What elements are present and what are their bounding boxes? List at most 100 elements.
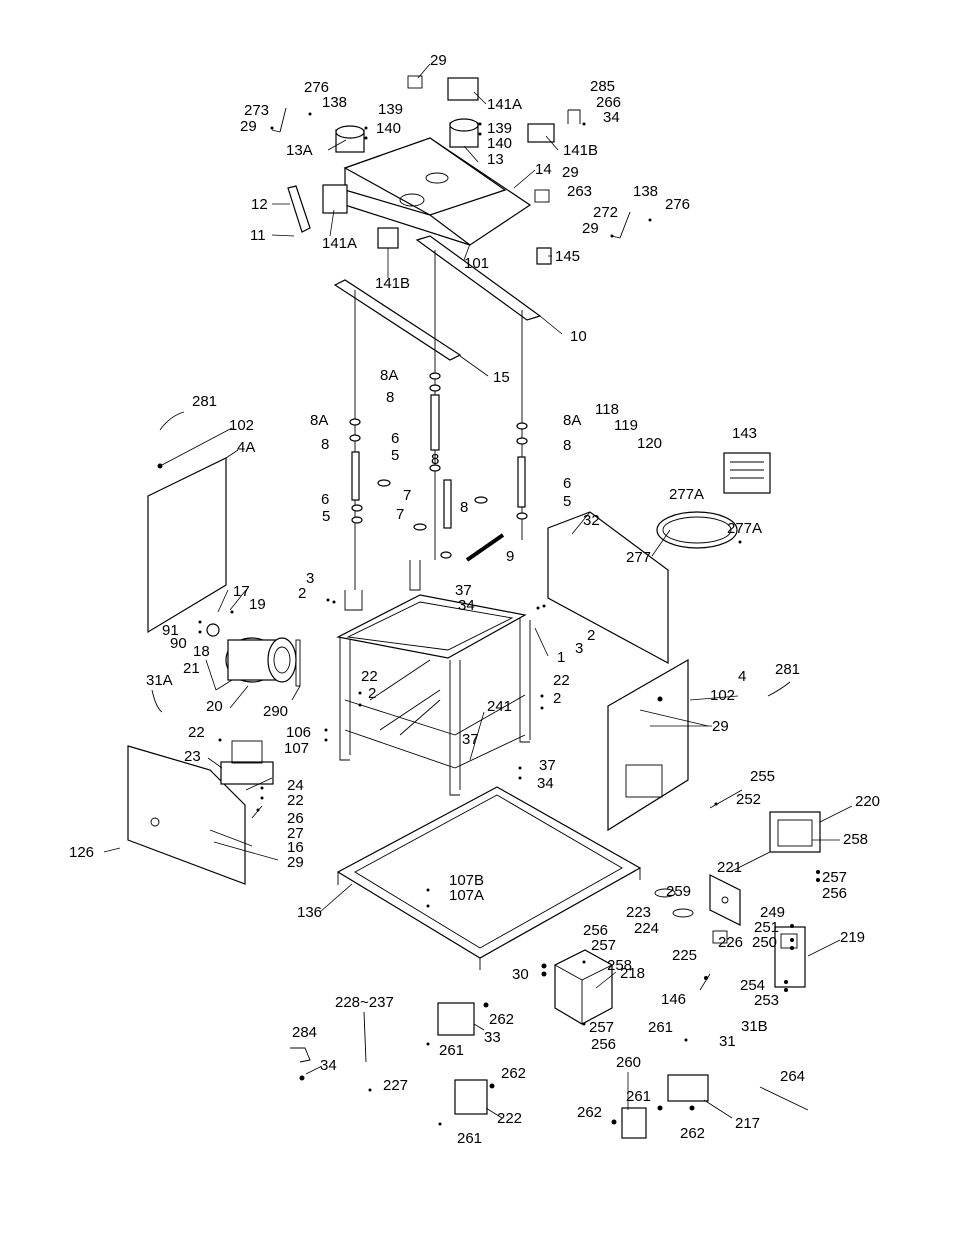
label-141A: 141A: [487, 96, 522, 113]
label-281: 281: [192, 393, 217, 410]
label-9: 9: [506, 548, 514, 565]
label-33: 33: [484, 1029, 501, 1046]
label-19: 19: [249, 596, 266, 613]
label-141B: 141B: [563, 142, 598, 159]
label-30: 30: [512, 966, 529, 983]
label-273: 273: [244, 102, 269, 119]
side-panels: [127, 457, 689, 885]
label-257: 257: [589, 1019, 614, 1036]
label-139: 139: [378, 101, 403, 118]
screws: [349, 250, 528, 590]
base-tray: [336, 786, 642, 970]
label-119: 119: [614, 417, 638, 434]
label-31: 31: [719, 1033, 736, 1050]
label-126: 126: [69, 844, 94, 861]
label-256: 256: [822, 885, 847, 902]
label-8: 8: [431, 451, 439, 468]
label-29: 29: [240, 118, 257, 135]
label-18: 18: [193, 643, 210, 660]
label-139: 139: [487, 120, 512, 137]
label-8: 8: [386, 389, 394, 406]
stand-frame: [336, 560, 531, 796]
label-290: 290: [263, 703, 288, 720]
label-277: 277: [626, 549, 651, 566]
label-5: 5: [322, 508, 330, 525]
dust-hood: [335, 118, 532, 246]
label-31B: 31B: [741, 1018, 768, 1035]
label-6: 6: [391, 430, 399, 447]
label-5: 5: [391, 447, 399, 464]
label-261: 261: [648, 1019, 673, 1036]
label-22: 22: [287, 792, 304, 809]
label-255: 255: [750, 768, 775, 785]
label-10: 10: [570, 328, 587, 345]
label-34: 34: [458, 597, 475, 614]
label-277A: 277A: [727, 520, 762, 537]
label-23: 23: [184, 748, 201, 765]
label-20: 20: [206, 698, 223, 715]
label-8A: 8A: [380, 367, 398, 384]
label-249: 249: [760, 904, 785, 921]
label-146: 146: [661, 991, 686, 1008]
label-29: 29: [430, 52, 447, 69]
label-22: 22: [553, 672, 570, 689]
label-22: 22: [188, 724, 205, 741]
label-4: 4: [738, 668, 746, 685]
label-258: 258: [843, 831, 868, 848]
label-257: 257: [591, 937, 616, 954]
label-263: 263: [567, 183, 592, 200]
label-241: 241: [487, 698, 512, 715]
label-37: 37: [462, 731, 479, 748]
label-262: 262: [577, 1104, 602, 1121]
label-24: 24: [287, 777, 304, 794]
label-3: 3: [575, 640, 583, 657]
label-22: 22: [361, 668, 378, 685]
label-264: 264: [780, 1068, 805, 1085]
label-224: 224: [634, 920, 659, 937]
label-257: 257: [822, 869, 847, 886]
label-34: 34: [320, 1057, 337, 1074]
label-225: 225: [672, 947, 697, 964]
label-8A: 8A: [310, 412, 328, 429]
label-17: 17: [233, 583, 250, 600]
label-136: 136: [297, 904, 322, 921]
label-13: 13: [487, 151, 504, 168]
logo-emblem: [656, 511, 738, 549]
label-6: 6: [563, 475, 571, 492]
label-5: 5: [563, 493, 571, 510]
label-217: 217: [735, 1115, 760, 1132]
label-143: 143: [732, 425, 757, 442]
label-29: 29: [287, 854, 304, 871]
leader-lines: [103, 63, 853, 1119]
label-250: 250: [752, 934, 777, 951]
label-228-237: 228~237: [335, 994, 394, 1011]
label-2: 2: [587, 627, 595, 644]
label-253: 253: [754, 992, 779, 1009]
label-252: 252: [736, 791, 761, 808]
label-259: 259: [666, 883, 691, 900]
label-262: 262: [501, 1065, 526, 1082]
label-262: 262: [680, 1125, 705, 1142]
label-276: 276: [665, 196, 690, 213]
label-37: 37: [539, 757, 556, 774]
label-7: 7: [403, 487, 411, 504]
label-141A: 141A: [322, 235, 357, 252]
label-102: 102: [710, 687, 735, 704]
label-34: 34: [537, 775, 554, 792]
label-106: 106: [286, 724, 311, 741]
label-12: 12: [251, 196, 268, 213]
part-labels: 29 276 273 138 29 141A 285 266 34 139 14…: [69, 52, 880, 1147]
label-220: 220: [855, 793, 880, 810]
label-219: 219: [840, 929, 865, 946]
label-11: 11: [250, 227, 266, 244]
label-226: 226: [718, 934, 743, 951]
label-34: 34: [603, 109, 620, 126]
label-140: 140: [487, 135, 512, 152]
label-13A: 13A: [286, 142, 313, 159]
label-251: 251: [754, 919, 779, 936]
label-262: 262: [489, 1011, 514, 1028]
label-107B: 107B: [449, 872, 484, 889]
label-3: 3: [306, 570, 314, 587]
label-14: 14: [535, 161, 552, 178]
